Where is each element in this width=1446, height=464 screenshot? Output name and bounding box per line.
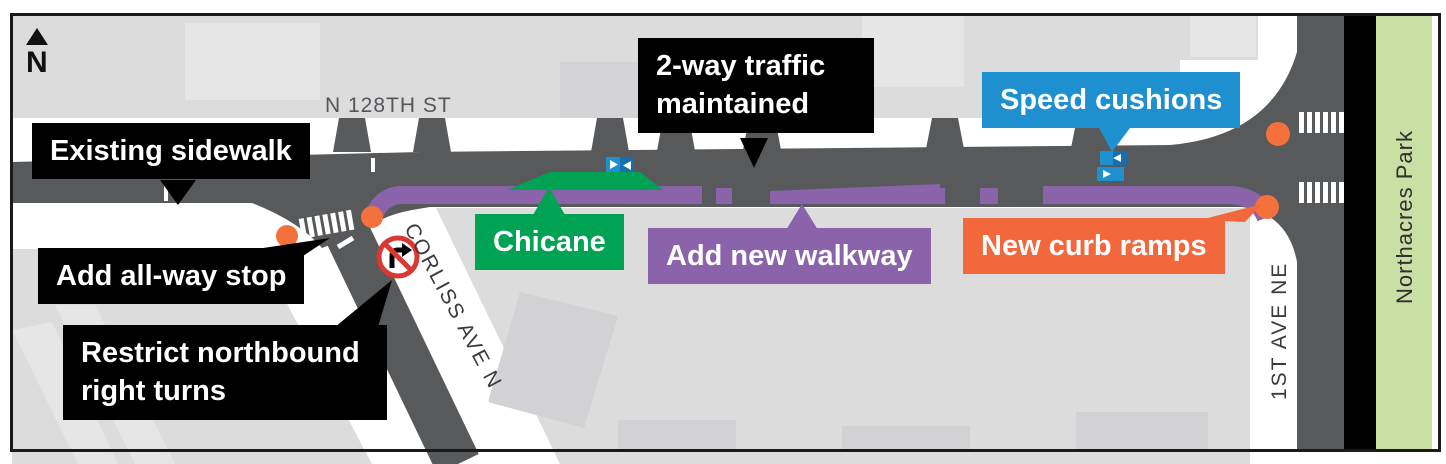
chicane-island xyxy=(507,172,663,190)
curb-ramp-dot xyxy=(361,206,383,228)
driveway xyxy=(333,118,371,152)
cushion-arrow-right xyxy=(610,160,618,169)
callout-chicane: Chicane xyxy=(475,214,624,271)
crosswalk-bar xyxy=(1323,182,1328,203)
callout-add-all-way-stop: Add all-way stop xyxy=(38,248,305,305)
curb-ramp-dot xyxy=(1255,195,1279,219)
corliss-crosswalk xyxy=(298,209,355,239)
park-edge-band xyxy=(1344,15,1376,449)
walkway-stub xyxy=(928,188,945,204)
building-block xyxy=(488,292,618,428)
pointer-restrict-turns xyxy=(335,280,392,327)
crosswalk-bar xyxy=(322,213,331,235)
pointer-two-way xyxy=(740,138,768,168)
cushion-arrow-left xyxy=(1113,154,1121,162)
north-arrow: N xyxy=(26,28,48,79)
crosswalk-bar xyxy=(1315,112,1320,133)
pointer-existing-sidewalk xyxy=(160,180,196,205)
callout-new-curb-ramps: New curb ramps xyxy=(963,218,1225,275)
curb-ramp-dots xyxy=(276,122,1290,247)
crosswalk-bar xyxy=(338,211,347,232)
north-arrow-icon xyxy=(26,28,48,45)
cushion-arrow-right xyxy=(1103,170,1111,178)
crosswalk-bar xyxy=(345,209,355,231)
walkway-stub xyxy=(980,188,998,204)
callout-line: right turns xyxy=(81,375,226,408)
curb-ramp-dot xyxy=(1266,122,1290,146)
callout-existing-sidewalk: Existing sidewalk xyxy=(32,123,310,180)
callout-line: 2-way traffic xyxy=(656,50,826,82)
building-block xyxy=(618,420,736,449)
cushion-arrow-left xyxy=(623,161,631,170)
crosswalk-bar xyxy=(1307,112,1312,133)
crosswalk-bar xyxy=(1331,112,1336,133)
pointer-new-curb-ramps xyxy=(1200,204,1262,222)
lane-tick xyxy=(371,158,375,172)
walkway-stub xyxy=(716,188,732,204)
crosswalk-bar xyxy=(1299,182,1304,203)
northacres-park xyxy=(1376,15,1432,449)
building-block xyxy=(1190,15,1256,57)
speed-cushion-east xyxy=(1097,151,1127,181)
pointer-add-new-walkway xyxy=(786,204,818,230)
map-border xyxy=(10,13,1441,452)
stop-bar xyxy=(336,235,355,250)
crosswalk-bar xyxy=(1339,112,1344,133)
building-block xyxy=(185,23,320,100)
crosswalk-bar xyxy=(1339,182,1344,203)
pointer-chicane xyxy=(533,187,565,215)
first-ave-south-crosswalk xyxy=(1299,182,1344,203)
lane-tick xyxy=(164,186,168,201)
driveway xyxy=(926,118,964,149)
building-block xyxy=(1076,412,1208,449)
pointer-speed-cushions xyxy=(1097,124,1133,152)
street-label-n128th: N 128TH ST xyxy=(325,94,452,117)
corliss-roadway xyxy=(317,204,479,464)
callout-two-way-traffic: 2-way traffic maintained xyxy=(638,38,874,133)
callout-speed-cushions: Speed cushions xyxy=(982,72,1241,129)
callout-add-new-walkway: Add new walkway xyxy=(648,228,931,285)
speed-cushion-west xyxy=(606,157,634,172)
crosswalk-bar xyxy=(306,216,315,238)
street-label-1st-ave: 1ST AVE NE xyxy=(1268,262,1291,400)
first-ave-north-crosswalk xyxy=(1299,112,1344,133)
crosswalk-bar xyxy=(330,212,339,234)
crosswalk-bar xyxy=(298,218,308,239)
crosswalk-bar xyxy=(1331,182,1336,203)
building-block xyxy=(842,426,970,449)
crosswalk-bar xyxy=(1307,182,1312,203)
crosswalk-bar xyxy=(1315,182,1320,203)
driveway xyxy=(413,118,451,152)
sign-slash xyxy=(383,242,413,272)
north-arrow-label: N xyxy=(26,46,48,79)
callout-pointers xyxy=(160,124,1262,327)
curb-ramp-dot xyxy=(276,225,298,247)
crosswalk-bar xyxy=(314,215,323,236)
crosswalk-bar xyxy=(1323,112,1328,133)
crosswalk-bar xyxy=(1299,112,1304,133)
callout-restrict-right-turns: Restrict northbound right turns xyxy=(63,325,387,420)
callout-line: maintained xyxy=(656,88,810,121)
driveway xyxy=(591,118,629,152)
callout-line: Restrict northbound xyxy=(81,337,360,369)
walkway-wide-segment xyxy=(770,184,940,204)
park-label: Northacres Park xyxy=(1392,130,1417,304)
no-right-turn-icon xyxy=(376,235,420,279)
building-block xyxy=(862,15,964,87)
turn-arrow-head xyxy=(402,243,412,257)
